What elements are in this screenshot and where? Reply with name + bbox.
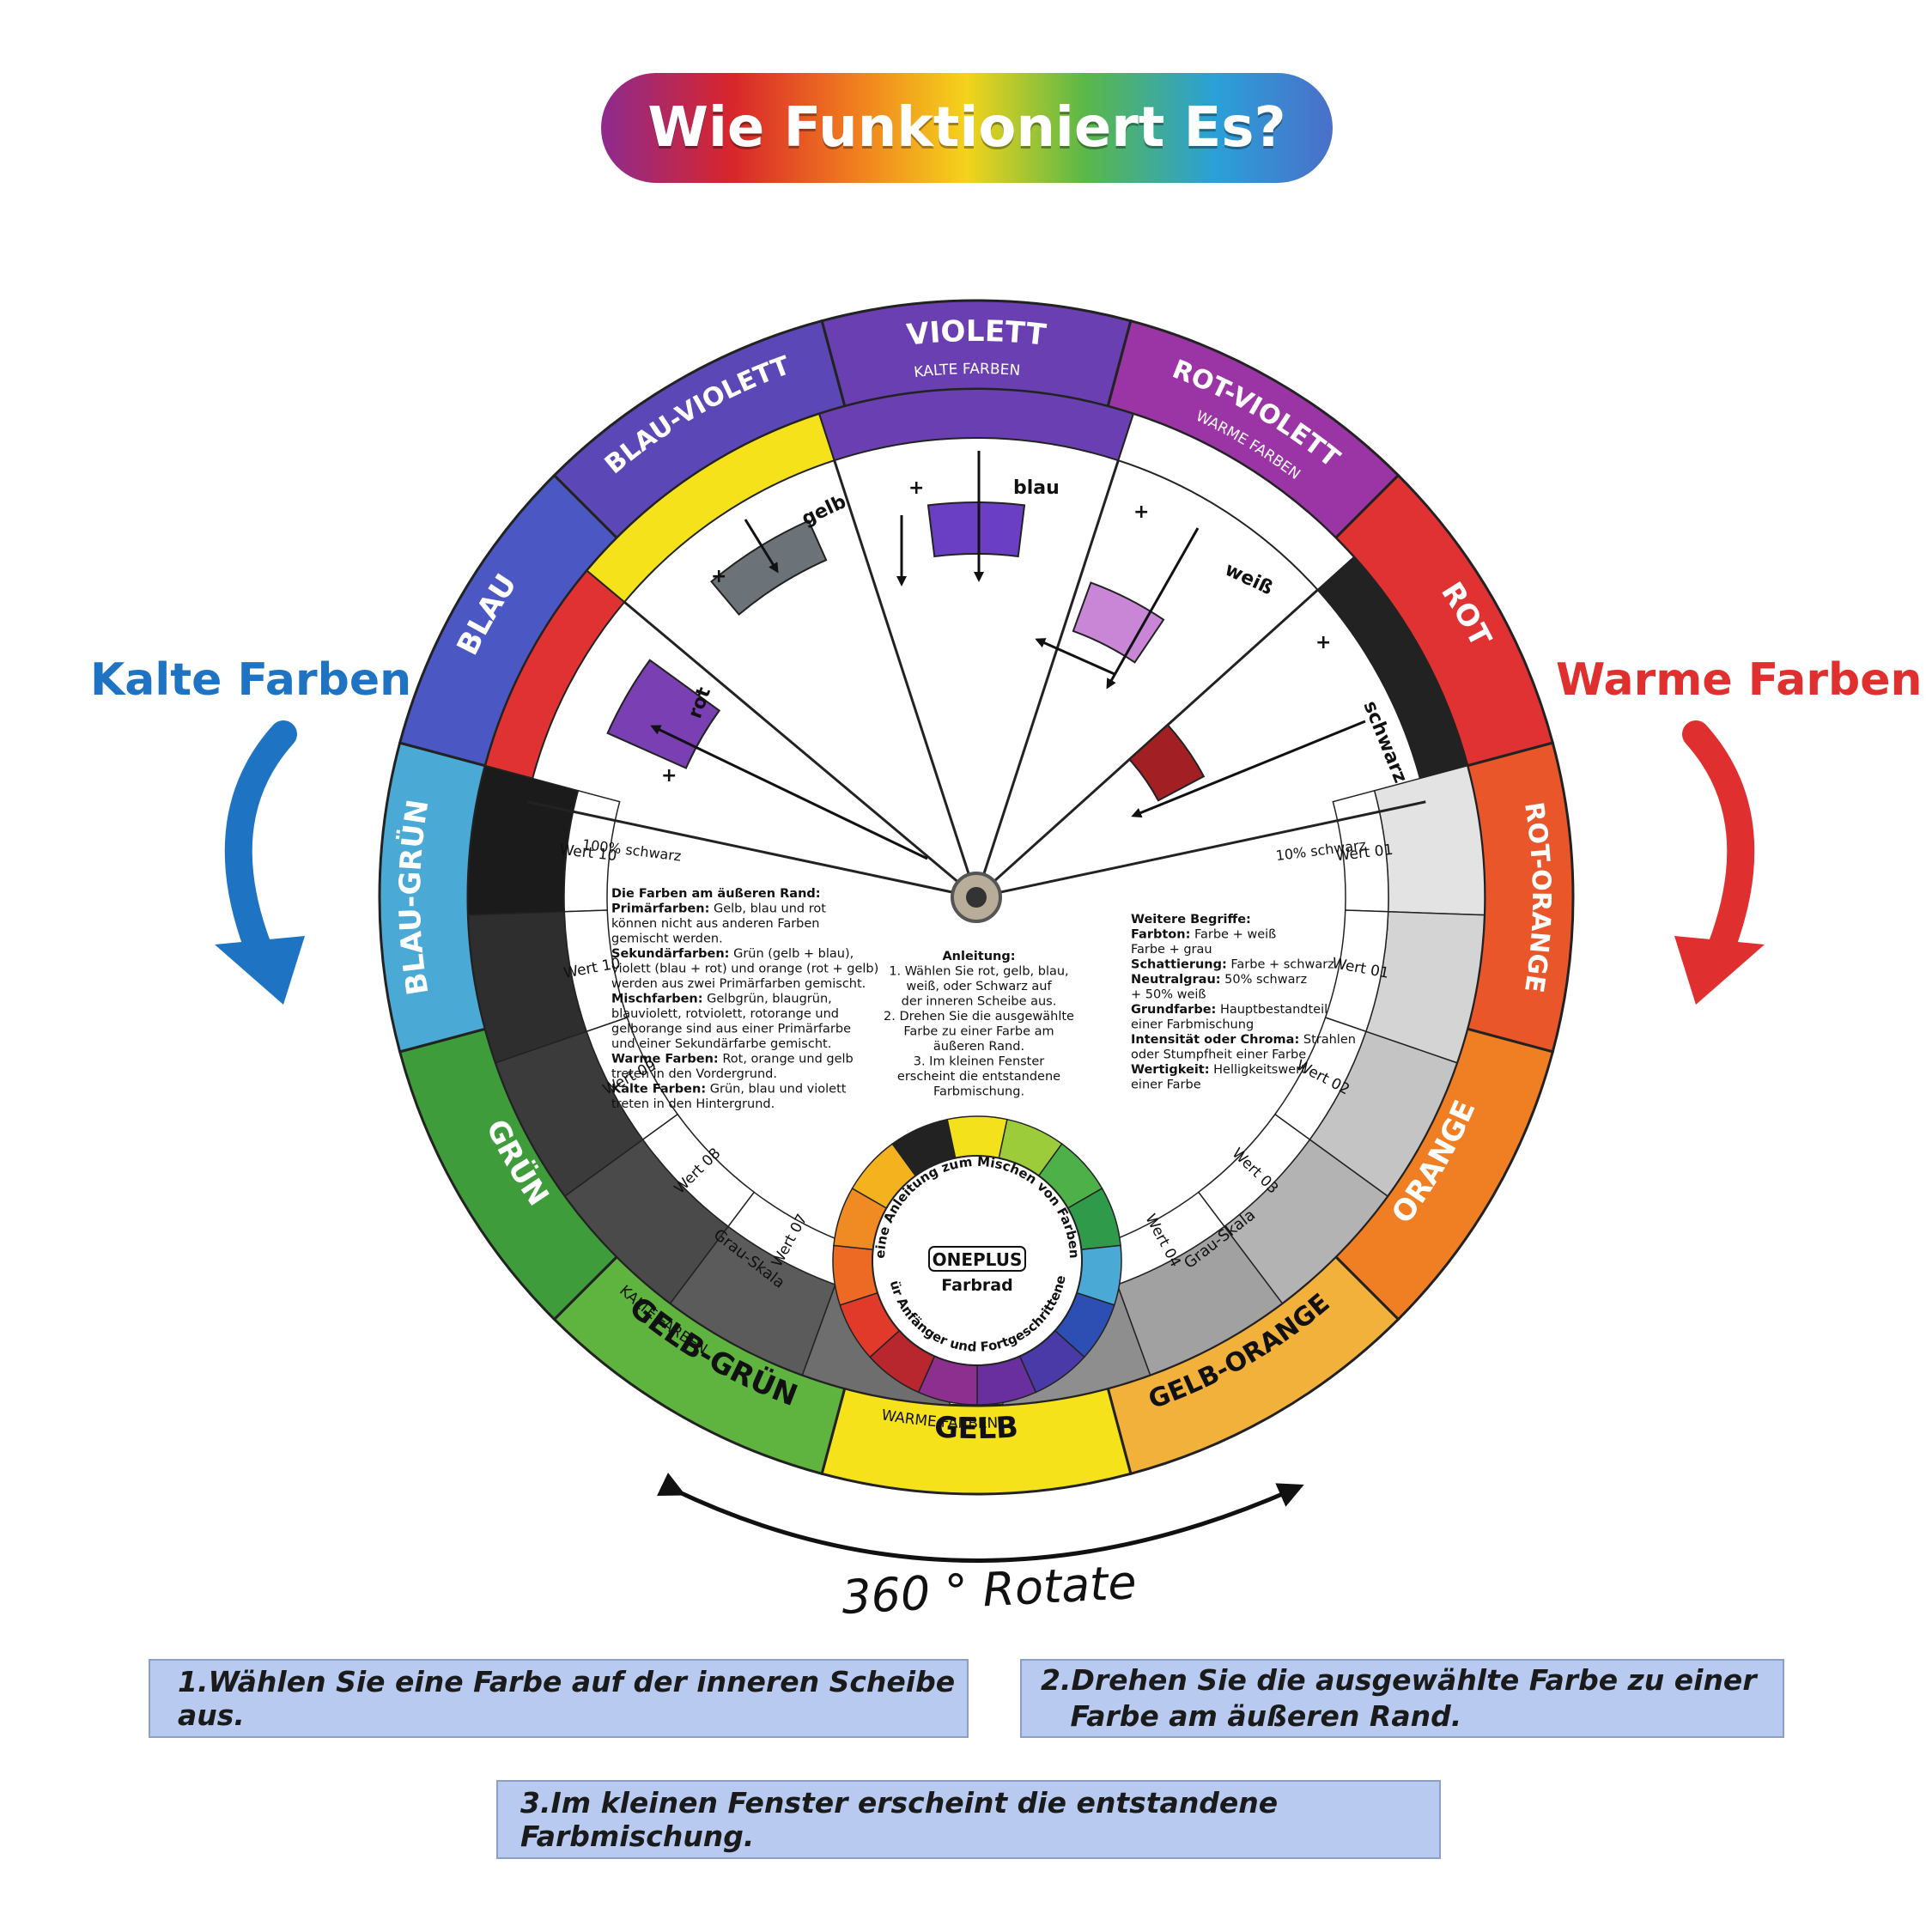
grey-left-label-cell-0 [563,789,621,913]
left-info-text-line-0: Die Farben am äußeren Rand: [611,887,821,901]
brand-logo: ONEPLUS [933,1249,1023,1270]
window-schwarz-darkred [1127,723,1206,802]
plus-sign-1: + [908,477,924,499]
step-3-box: 3.Im kleinen Fenster erscheint die entst… [496,1780,1441,1859]
divider-1 [623,600,977,899]
grey-right-0 [1373,764,1485,916]
right-terms-text-line-7: einer Farbmischung [1131,1018,1254,1032]
left-info-text-line-13: Kalte Farben: Grün, blau und violett [611,1083,847,1097]
ring-label-0: VIOLETT [905,314,1048,353]
right-terms-text-line-4: Neutralgrau: 50% schwarz [1131,973,1307,987]
mix-arrow-5 [650,725,928,860]
brand-product-name: Farbrad [941,1276,1012,1295]
window-rot-violet [606,659,721,769]
warm-arrow-head [1674,936,1765,1005]
left-info-text-line-9: gelborange sind aus einer Primärfarbe [611,1023,851,1036]
step-1-box: 1.Wählen Sie eine Farbe auf der inneren … [149,1659,969,1738]
middle-instructions-line-7: 3. Im kleinen Fenster [914,1055,1045,1069]
mix-arrow-1 [744,519,779,574]
left-info-text-line-1: Primärfarben: Gelb, blau und rot [611,902,826,916]
left-info-text-line-14: treten in den Hintergrund. [611,1097,775,1111]
left-info-text-line-5: violett (blau + rot) und orange (rot + g… [611,963,878,976]
step-3-text: 3.Im kleinen Fenster erscheint die entst… [520,1786,1279,1853]
step-2-box: 2.Drehen Sie die ausgewählte Farbe zu ei… [1020,1659,1784,1738]
right-terms-text-line-10: Wertigkeit: Helligkeitswert [1131,1063,1306,1077]
grey-left-label-cell-1 [563,909,629,1033]
plus-sign-4: + [661,765,677,787]
window-weiss-lilac [1072,581,1165,664]
right-terms-text-line-9: oder Stumpfheit einer Farbe [1131,1048,1306,1062]
left-info-text-line-3: gemischt werden. [611,933,723,946]
left-info-text-line-4: Sekundärfarben: Grün (gelb + blau), [611,947,854,961]
mix-label-blau: blau [1013,477,1060,499]
rotate-arrow [656,1472,1304,1563]
divider-2 [833,459,978,898]
warm-colors-label: Warme Farben [1556,654,1923,706]
right-terms-text-line-5: + 50% weiß [1131,988,1206,1002]
step-1-text: 1.Wählen Sie eine Farbe auf der inneren … [178,1665,956,1732]
mix-arrow-2 [1035,638,1115,676]
page-title: Wie Funktioniert Es? [647,96,1286,160]
left-info-text-line-2: können nicht aus anderen Farben [611,917,820,931]
middle-instructions-line-6: äußeren Rand. [933,1040,1024,1054]
mix-arrow-3 [1106,527,1200,690]
center-hole [966,887,987,908]
mini-wheel-segment-0 [946,1115,1008,1159]
divider-3 [975,459,1120,898]
cold-arrow-shaft [224,720,297,971]
grey-left-label-cell-4 [727,1191,851,1286]
middle-instructions-line-9: Farbmischung. [933,1085,1024,1099]
middle-instructions-line-0: Anleitung: [942,950,1015,963]
divider-5 [975,800,1426,899]
right-terms-text-line-1: Farbton: Farbe + weiß [1131,928,1276,942]
middle-instructions-line-4: 2. Drehen Sie die ausgewählte [884,1010,1074,1024]
left-info-text-line-6: werden aus zwei Primärfarben gemischt. [611,977,866,991]
right-terms-text: Weitere Begriffe:Farbton: Farbe + weißFa… [1131,913,1356,1092]
grey-left-0 [467,764,580,916]
left-info-text-line-8: blauviolett, rotviolett, rotorange und [611,1007,839,1021]
right-terms-text-line-6: Grundfarbe: Hauptbestandteil [1131,1003,1327,1017]
warm-arrow-shaft [1682,720,1755,971]
right-terms-text-line-11: einer Farbe [1131,1078,1201,1092]
window-blau-violet [927,501,1026,558]
cold-arrow-head [215,936,305,1005]
middle-instructions-line-5: Farbe zu einer Farbe am [903,1025,1054,1039]
title-banner: Wie Funktioniert Es? [601,73,1333,183]
plus-sign-2: + [1133,501,1149,523]
grey-left-label-cell-2 [586,1017,679,1141]
brand-logo-box [928,1246,1026,1272]
grey-left-label-cell-3 [641,1113,756,1228]
mix-arrow-4 [1131,720,1366,818]
right-terms-text-line-2: Farbe + grau [1131,943,1212,957]
left-info-text-line-12: treten in den Vordergrund. [611,1067,777,1081]
left-info-text-line-11: Warme Farben: Rot, orange und gelb [611,1053,854,1066]
plus-sign-0: + [711,566,726,587]
right-terms-text-line-3: Schattierung: Farbe + schwarz [1131,958,1334,972]
divider-0 [526,800,977,899]
left-info-text-line-7: Mischfarben: Gelbgrün, blaugrün, [611,993,832,1006]
left-info-text: Die Farben am äußeren Rand:Primärfarben:… [611,887,878,1111]
middle-instructions-line-2: weiß, oder Schwarz auf [906,980,1052,993]
right-terms-text-line-8: Intensität oder Chroma: Strahlen [1131,1033,1356,1047]
plus-sign-3: + [1315,632,1331,653]
cold-colors-label: Kalte Farben [90,654,412,706]
step-2-text: 2.Drehen Sie die ausgewählte Farbe zu ei… [1041,1663,1757,1733]
middle-instructions-line-1: 1. Wählen Sie rot, gelb, blau, [889,965,1068,979]
right-terms-text-line-0: Weitere Begriffe: [1131,913,1251,927]
middle-instructions-line-8: erscheint die entstandene [897,1070,1060,1084]
ring-label-6: GELB [933,1410,1019,1446]
middle-instructions: Anleitung: 1. Wählen Sie rot, gelb, blau,… [884,950,1074,1099]
left-info-text-line-10: und einer Sekundärfarbe gemischt. [611,1037,831,1051]
middle-instructions-line-3: der inneren Scheibe aus. [902,995,1057,1009]
